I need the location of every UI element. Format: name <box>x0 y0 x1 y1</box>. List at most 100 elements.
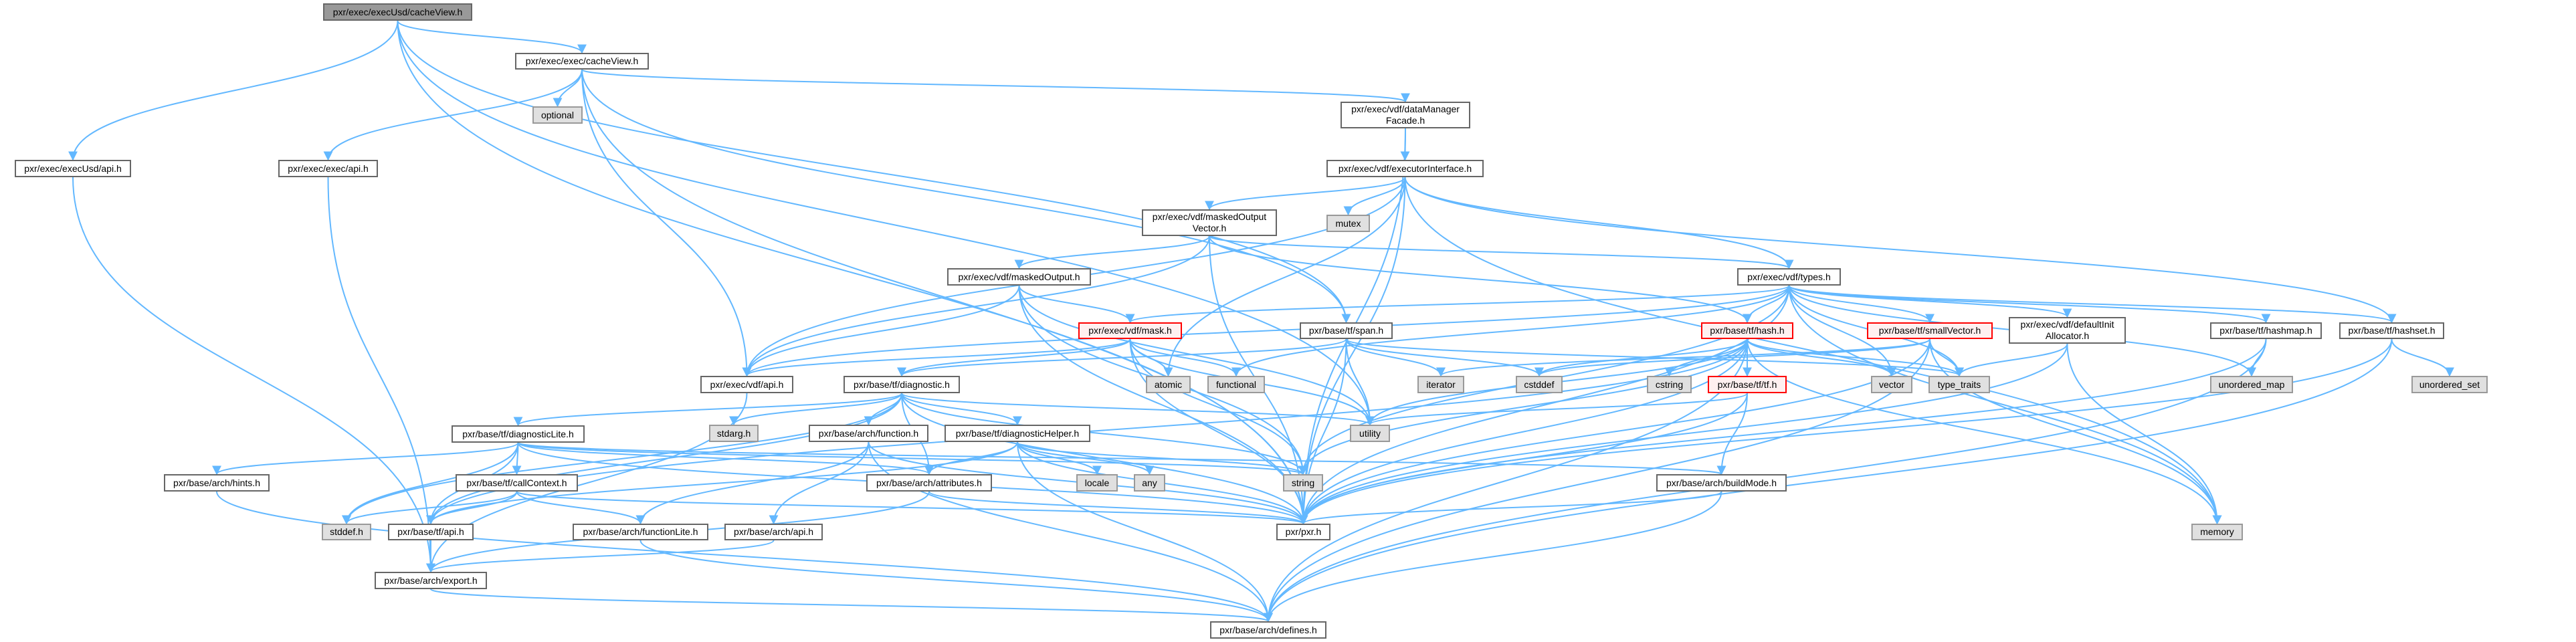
graph-node-mask[interactable]: pxr/exec/vdf/mask.h <box>1078 322 1182 339</box>
graph-node-smallVector[interactable]: pxr/base/tf/smallVector.h <box>1867 322 1993 339</box>
graph-node-stdarg[interactable]: stdarg.h <box>709 425 759 442</box>
graph-node-iterator[interactable]: iterator <box>1417 376 1464 393</box>
graph-node-stddef[interactable]: stddef.h <box>322 524 371 540</box>
graph-node-callContext[interactable]: pxr/base/tf/callContext.h <box>456 474 578 492</box>
include-edge-cacheView-to-optional <box>553 69 583 108</box>
graph-node-diagLite[interactable]: pxr/base/tf/diagnosticLite.h <box>452 425 585 443</box>
graph-node-umap[interactable]: unordered_map <box>2210 376 2293 393</box>
include-edge-mov-to-vdfApi <box>742 235 1210 377</box>
include-edge-mask-to-diagnostic <box>897 338 1131 377</box>
node-label: type_traits <box>1937 379 1981 390</box>
node-label: string <box>1291 477 1315 488</box>
graph-node-functional[interactable]: functional <box>1207 376 1265 393</box>
node-label: pxr/base/arch/functionLite.h <box>583 526 698 537</box>
node-label: vector <box>1878 379 1905 390</box>
graph-node-buildMode[interactable]: pxr/base/arch/buildMode.h <box>1656 474 1787 492</box>
graph-node-utility[interactable]: utility <box>1350 425 1390 442</box>
include-edge-execIface-to-hashset <box>1404 177 2397 324</box>
graph-node-memory[interactable]: memory <box>2191 524 2243 540</box>
graph-node-cstring[interactable]: cstring <box>1647 376 1692 393</box>
node-label: functional <box>1216 379 1256 390</box>
include-edge-mov-to-types <box>1209 235 1794 270</box>
graph-node-root[interactable]: pxr/exec/execUsd/cacheView.h <box>323 3 472 21</box>
graph-node-attributes[interactable]: pxr/base/arch/attributes.h <box>866 474 992 492</box>
node-label: pxr/exec/execUsd/api.h <box>24 163 122 174</box>
include-edge-tfh-to-utility <box>1365 393 1748 426</box>
node-label: cstddef <box>1524 379 1555 390</box>
include-edge-diagnostic-to-stddef <box>342 393 902 525</box>
graph-node-uset[interactable]: unordered_set <box>2411 376 2488 393</box>
graph-node-execUsdApi[interactable]: pxr/exec/execUsd/api.h <box>15 160 131 177</box>
include-edge-mask-to-functional <box>1129 338 1241 377</box>
node-label: pxr/base/tf/hashset.h <box>2348 325 2436 336</box>
graph-node-hash[interactable]: pxr/base/tf/hash.h <box>1701 322 1793 339</box>
include-edge-root-to-execUsdApi <box>68 20 399 161</box>
include-edge-cacheView-to-dataMgr <box>581 69 1410 103</box>
graph-node-tfh[interactable]: pxr/base/tf/tf.h <box>1708 376 1787 393</box>
include-edge-cacheView-to-execApi <box>323 69 583 161</box>
include-edge-attributes-to-pxr <box>928 491 1308 525</box>
include-edge-defInit-to-typeTraits <box>1955 343 2068 377</box>
include-edge-execUsdApi-to-export <box>72 177 435 573</box>
graph-node-vdfApi[interactable]: pxr/exec/vdf/api.h <box>700 376 793 393</box>
include-edge-mask-to-vdfApi <box>742 338 1131 377</box>
node-label: unordered_map <box>2218 379 2285 390</box>
graph-node-tfApi[interactable]: pxr/base/tf/api.h <box>388 524 474 540</box>
graph-node-hints[interactable]: pxr/base/arch/hints.h <box>164 474 270 492</box>
graph-node-function[interactable]: pxr/base/arch/function.h <box>809 425 928 442</box>
graph-node-execIface[interactable]: pxr/exec/vdf/executorInterface.h <box>1326 160 1484 177</box>
node-label: pxr/base/arch/export.h <box>384 574 478 586</box>
include-edge-mov-to-mo <box>1014 235 1210 270</box>
include-edge-execApi-to-export <box>327 177 435 573</box>
graph-node-execApi[interactable]: pxr/exec/exec/api.h <box>278 160 378 177</box>
include-edge-callContext-to-functionLite <box>516 491 646 525</box>
include-edge-mo-to-utility <box>1018 285 1375 426</box>
graph-node-functionLite[interactable]: pxr/base/arch/functionLite.h <box>573 524 708 540</box>
include-edge-callContext-to-stddef <box>342 491 518 525</box>
node-label: pxr/exec/exec/api.h <box>288 163 369 174</box>
node-label: cstring <box>1655 379 1684 390</box>
graph-node-vector[interactable]: vector <box>1871 376 1912 393</box>
include-edge-hash-to-string <box>1298 338 1748 475</box>
include-edge-mo-to-mask <box>1018 285 1135 324</box>
graph-node-defines[interactable]: pxr/base/arch/defines.h <box>1210 621 1326 639</box>
node-label: pxr/base/tf/span.h <box>1308 325 1384 336</box>
graph-node-any[interactable]: any <box>1134 474 1165 492</box>
node-label: Facade.h <box>1385 115 1425 126</box>
include-edge-smallVector-to-pxr <box>1298 338 1930 525</box>
node-label: stddef.h <box>330 526 363 537</box>
graph-node-types[interactable]: pxr/exec/vdf/types.h <box>1737 268 1841 286</box>
graph-node-mutex[interactable]: mutex <box>1326 215 1370 232</box>
node-label: mutex <box>1335 217 1361 229</box>
graph-node-mo[interactable]: pxr/exec/vdf/maskedOutput.h <box>947 268 1091 286</box>
graph-node-cstddef[interactable]: cstddef <box>1516 376 1563 393</box>
node-label: pxr/base/tf/hashmap.h <box>2219 325 2312 336</box>
include-edge-diagnostic-to-diagLite <box>513 393 902 427</box>
graph-node-archApi[interactable]: pxr/base/arch/api.h <box>724 524 823 540</box>
graph-node-diagnostic[interactable]: pxr/base/tf/diagnostic.h <box>844 376 960 393</box>
graph-node-hashmap[interactable]: pxr/base/tf/hashmap.h <box>2210 322 2322 339</box>
node-label: iterator <box>1426 379 1456 390</box>
graph-node-atomic[interactable]: atomic <box>1146 376 1191 393</box>
include-edge-smallVector-to-iterator <box>1436 338 1930 377</box>
graph-node-hashset[interactable]: pxr/base/tf/hashset.h <box>2339 322 2444 339</box>
graph-node-diagHelper[interactable]: pxr/base/tf/diagnosticHelper.h <box>945 425 1090 442</box>
graph-node-string[interactable]: string <box>1283 474 1323 492</box>
node-label: Vector.h <box>1192 223 1227 233</box>
include-edge-hash-to-pxr <box>1298 338 1748 525</box>
graph-node-span[interactable]: pxr/base/tf/span.h <box>1300 322 1393 339</box>
include-edge-tfh-to-pxr <box>1298 393 1748 525</box>
graph-node-cacheView[interactable]: pxr/exec/exec/cacheView.h <box>515 53 649 70</box>
graph-node-pxr[interactable]: pxr/pxr.h <box>1276 524 1330 540</box>
graph-node-export[interactable]: pxr/base/arch/export.h <box>375 572 487 589</box>
node-label: pxr/base/arch/hints.h <box>173 477 260 488</box>
include-edge-hashmap-to-umap <box>2247 338 2267 377</box>
node-label: any <box>1142 477 1157 488</box>
graph-node-optional[interactable]: optional <box>532 106 583 124</box>
graph-node-typeTraits[interactable]: type_traits <box>1928 376 1990 393</box>
graph-node-locale[interactable]: locale <box>1076 474 1118 492</box>
